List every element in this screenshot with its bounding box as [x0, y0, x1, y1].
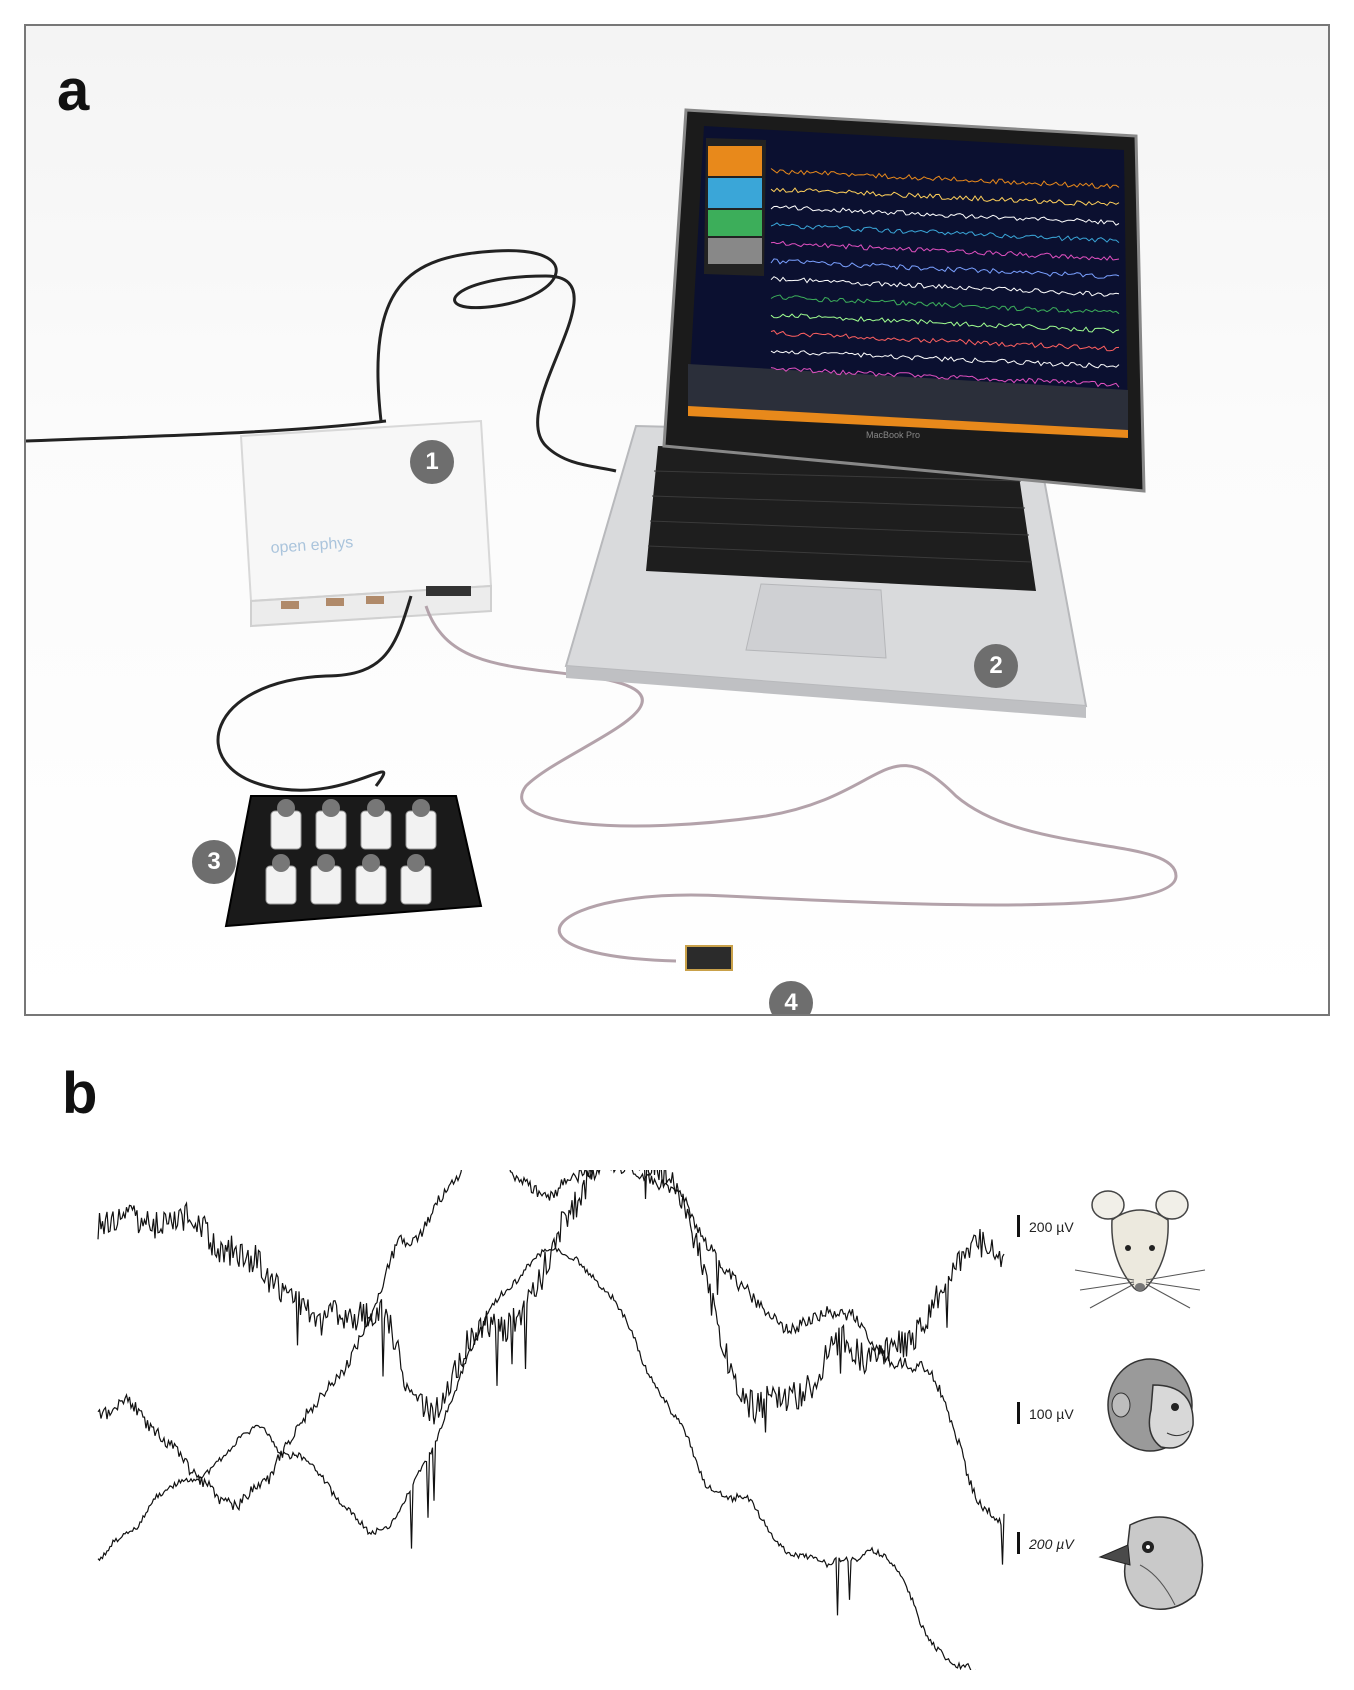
- usb-cable: [376, 249, 617, 473]
- marker-3: 3: [192, 840, 236, 884]
- lfp-trace-monkey: [97, 1170, 1005, 1565]
- screen-trace-line: [770, 276, 1120, 297]
- marker-2: 2: [974, 644, 1018, 688]
- marker-1: 1: [410, 440, 454, 484]
- screen-trace-line: [770, 240, 1120, 261]
- monkey-icon: [1107, 1358, 1194, 1452]
- scale-label-bird: 200 µV: [1028, 1536, 1075, 1552]
- scale-bar-mouse: [1017, 1215, 1020, 1237]
- laptop-brand-label: MacBook Pro: [866, 430, 920, 440]
- panel-a-photo: open ephys: [24, 24, 1330, 1016]
- laptop: MacBook Pro: [564, 108, 1146, 718]
- recording-row-monkey: 100 µV: [97, 1170, 1194, 1565]
- io-board: [224, 795, 483, 928]
- screen-trace-line: [770, 330, 1120, 352]
- headstage: [685, 945, 733, 971]
- panel-b-recordings: 200 µV 100 µ: [97, 1170, 1206, 1670]
- screen-trace-line: [770, 313, 1120, 334]
- screen-trace-line: [770, 187, 1120, 207]
- recording-row-mouse: 200 µV: [97, 1170, 1206, 1433]
- bird-icon: [1098, 1516, 1204, 1610]
- panel-label-a: a: [57, 58, 90, 123]
- lfp-trace-bird: [97, 1246, 976, 1670]
- screen-trace-line: [770, 294, 1120, 315]
- screen-trace-line: [770, 367, 1120, 388]
- scale-label-monkey: 100 µV: [1029, 1406, 1074, 1422]
- scale-bar-bird: [1017, 1532, 1020, 1554]
- svg-text:open ephys: open ephys: [270, 534, 354, 557]
- setup-photo-illustration: open ephys: [26, 108, 1178, 971]
- recording-row-bird: 200 µV: [97, 1246, 1204, 1670]
- lfp-trace-mouse: [97, 1170, 1005, 1433]
- screen-trace-line: [770, 222, 1120, 243]
- acquisition-box: open ephys: [239, 419, 493, 628]
- screen-trace-line: [770, 168, 1120, 189]
- screen-trace-line: [770, 205, 1120, 226]
- hdmi-cable: [216, 595, 413, 792]
- panel-label-b: b: [62, 1061, 98, 1126]
- power-cable: [26, 419, 387, 443]
- scale-bar-monkey: [1017, 1402, 1020, 1424]
- marker-4: 4: [769, 981, 813, 1014]
- screen-trace-line: [770, 258, 1120, 279]
- mouse-icon: [1074, 1190, 1206, 1309]
- spi-cable: [424, 605, 1178, 963]
- screen-signal-traces: [770, 168, 1120, 388]
- scale-label-mouse: 200 µV: [1029, 1219, 1074, 1235]
- screen-trace-line: [770, 350, 1120, 369]
